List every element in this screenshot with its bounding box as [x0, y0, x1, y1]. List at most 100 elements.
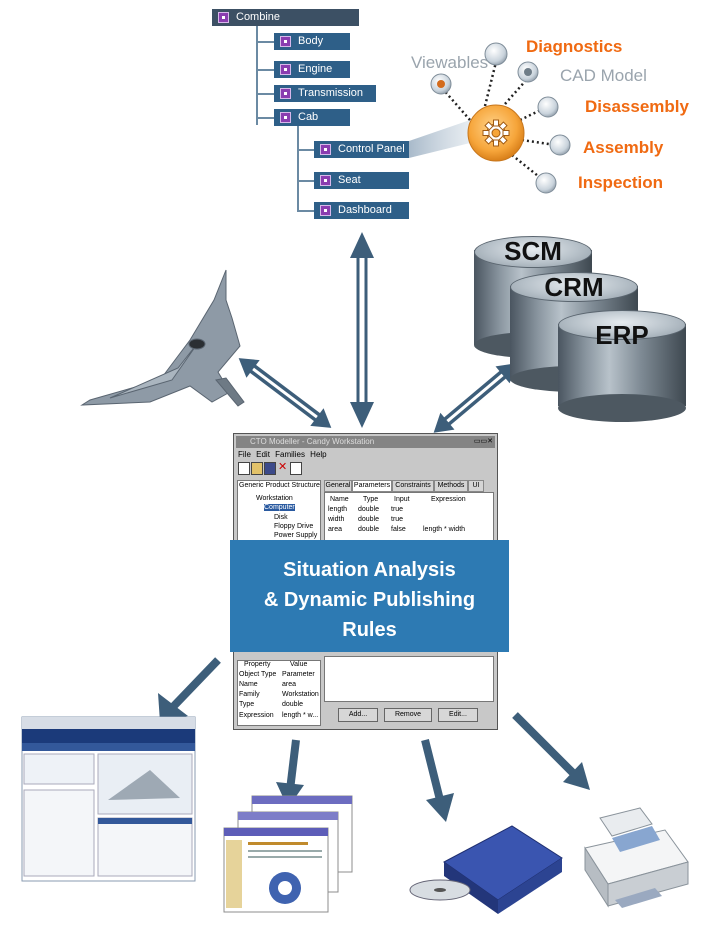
tree-item[interactable]: Disk	[274, 514, 288, 521]
table-cell[interactable]: double	[358, 526, 380, 533]
tree-node-body[interactable]: Body	[274, 33, 350, 50]
database-label: ERP	[595, 320, 649, 350]
menu-edit[interactable]: Edit	[256, 450, 270, 459]
viewables-label: Viewables	[411, 53, 489, 72]
tree-node-combine[interactable]: Combine	[212, 9, 359, 26]
database-label: CRM	[544, 272, 604, 302]
tree-item[interactable]: Power Supply	[274, 532, 318, 539]
column-header: Name	[330, 496, 349, 503]
part-icon	[320, 144, 331, 155]
table-cell[interactable]: double	[358, 506, 380, 513]
part-icon	[280, 88, 291, 99]
property-value[interactable]: length * w...	[282, 712, 319, 719]
toolbar: ✕	[238, 461, 308, 475]
table-cell[interactable]: true	[391, 506, 404, 513]
tree-connector	[256, 41, 274, 43]
parameters-table: Name Type Input Expression length double…	[324, 492, 494, 542]
cd-drive-image	[409, 825, 563, 914]
column-header: Type	[363, 496, 379, 503]
table-cell[interactable]: width	[328, 516, 345, 523]
tree-node-engine[interactable]: Engine	[274, 61, 350, 78]
arrow-to-web-portal	[158, 657, 221, 722]
inspection-icon	[535, 172, 557, 194]
part-icon	[280, 64, 291, 75]
tree-node-control-panel[interactable]: Control Panel	[314, 141, 409, 158]
tree-connector	[297, 149, 314, 151]
remove-button[interactable]: Remove	[384, 708, 432, 722]
part-icon	[320, 205, 331, 216]
menu-help[interactable]: Help	[310, 450, 327, 459]
assembly-label: Assembly	[583, 138, 664, 157]
new-icon[interactable]	[238, 462, 250, 475]
property-value[interactable]: Workstation	[282, 691, 319, 698]
left-panel-tab[interactable]: Generic Product Structure	[239, 482, 320, 489]
tab-parameters[interactable]: Parameters	[352, 480, 392, 492]
table-cell[interactable]: true	[391, 516, 404, 523]
tree-connector	[297, 126, 299, 212]
property-name: Name	[239, 681, 258, 688]
property-name: Type	[239, 701, 255, 708]
tree-connector	[256, 93, 274, 95]
window-title: CTO Modeller - Candy Workstation	[236, 436, 495, 448]
gear-icon	[482, 119, 510, 147]
tab-methods[interactable]: Methods	[434, 480, 468, 492]
save-icon[interactable]	[264, 462, 276, 475]
table-cell[interactable]: area	[328, 526, 343, 533]
tree-connector	[256, 69, 274, 71]
diagnostics-label: Diagnostics	[526, 37, 623, 56]
add-button[interactable]: Add...	[338, 708, 378, 722]
arrows	[158, 232, 590, 822]
double-arrow-jet	[238, 358, 332, 428]
inspection-label: Inspection	[578, 173, 664, 192]
property-name: Family	[239, 691, 260, 698]
arrow-to-cd	[421, 739, 454, 822]
tree-node-seat[interactable]: Seat	[314, 172, 409, 189]
tree-node-transmission[interactable]: Transmission	[274, 85, 376, 102]
central-line-1: Situation Analysis	[283, 559, 456, 581]
tree-item[interactable]: Computer	[264, 504, 295, 511]
window-controls[interactable]: ▭▭✕	[473, 438, 493, 445]
property-value[interactable]: double	[282, 701, 304, 708]
part-icon	[280, 112, 291, 123]
tab-constraints[interactable]: Constraints	[392, 480, 434, 492]
property-value[interactable]: area	[282, 681, 297, 688]
open-icon[interactable]	[251, 462, 263, 475]
table-cell[interactable]: double	[358, 516, 380, 523]
menu-families[interactable]: Families	[275, 450, 305, 459]
delete-icon[interactable]: ✕	[278, 461, 288, 473]
double-arrow-databases	[433, 363, 517, 433]
tree-item[interactable]: Floppy Drive	[274, 523, 314, 530]
part-icon	[280, 36, 291, 47]
tree-item[interactable]: Workstation	[256, 495, 293, 502]
menu-bar: File Edit Families Help	[238, 450, 327, 459]
callout-wedge	[409, 120, 470, 158]
menu-file[interactable]: File	[238, 450, 251, 459]
documents-image	[223, 795, 353, 913]
table-cell[interactable]: length	[328, 506, 348, 513]
printer-image	[584, 807, 689, 908]
property-value[interactable]: Parameter	[282, 671, 315, 678]
table-cell[interactable]: false	[391, 526, 406, 533]
table-cell[interactable]: length * width	[423, 526, 466, 533]
diagnostics-icon	[484, 42, 508, 66]
tree-node-dashboard[interactable]: Dashboard	[314, 202, 409, 219]
part-icon	[218, 12, 229, 23]
edit-button[interactable]: Edit...	[438, 708, 478, 722]
column-header: Property	[244, 661, 271, 668]
tree-node-cab[interactable]: Cab	[274, 109, 350, 126]
expression-panel	[324, 656, 494, 702]
central-line-3: Rules	[342, 619, 397, 641]
copy-icon[interactable]	[290, 462, 302, 475]
fighter-jet-image	[80, 269, 245, 407]
arrow-to-documents	[276, 739, 304, 808]
tree-connector	[297, 180, 314, 182]
rules-engine-box: Situation Analysis & Dynamic Publishing …	[230, 540, 509, 652]
double-arrow-tree	[350, 232, 374, 428]
disassembly-label: Disassembly	[585, 97, 689, 116]
tree-connector	[297, 210, 314, 212]
tree-connector	[256, 26, 258, 125]
assembly-icon	[549, 134, 571, 156]
tab-ui[interactable]: UI	[468, 480, 484, 492]
tab-general[interactable]: General	[324, 480, 352, 492]
